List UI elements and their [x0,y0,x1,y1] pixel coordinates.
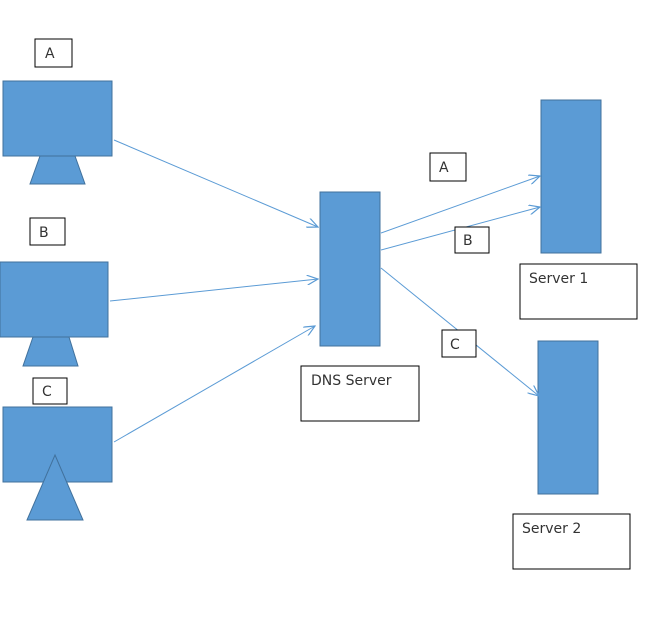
client-a: A [2,38,113,185]
server-2-label-box [512,513,631,570]
dns-server-label: DNS Server [311,373,392,389]
client-b-monitor [0,261,109,338]
route-label-b-text: B [463,233,473,249]
server-1-box [540,99,602,254]
server-2-label: Server 2 [522,521,581,537]
client-b-stand [22,336,79,367]
client-c: C [2,377,113,521]
route-label-c-text: C [450,337,460,353]
route-label-a-text: A [439,160,449,176]
server-1-label: Server 1 [529,271,588,287]
dns-server: DNS Server [300,191,420,422]
client-c-label: C [42,384,52,400]
server-1: Server 1 [519,99,638,320]
dns-server-box [319,191,381,347]
client-b: B [0,217,109,367]
server-1-label-box [519,263,638,320]
client-b-label: B [39,225,49,241]
arrow-client-b-to-dns [109,279,318,302]
client-c-stand [26,453,84,521]
client-a-stand [29,155,86,185]
route-label-c: C [441,329,477,358]
route-label-b: B [454,226,490,254]
client-c-monitor [2,406,113,483]
arrow-dns-to-server-1-a [380,176,540,234]
client-c-label-box [32,377,68,405]
arrow-client-c-to-dns [113,326,315,443]
arrow-client-a-to-dns [113,139,318,227]
server-2-box [537,340,599,495]
server-2: Server 2 [512,340,631,570]
client-b-label-box [29,217,66,246]
dns-server-label-box [300,365,420,422]
client-a-label: A [45,46,55,62]
client-a-monitor [2,80,113,157]
route-label-a: A [429,152,467,182]
client-a-label-box [34,38,73,68]
